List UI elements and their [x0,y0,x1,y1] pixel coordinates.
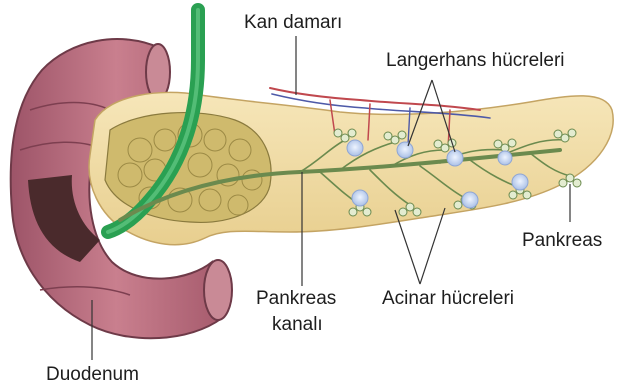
label-pancreatic-duct-line1: Pankreas [256,288,336,309]
label-langerhans-cells: Langerhans hücreleri [386,50,565,71]
label-blood-vessel: Kan damarı [244,12,342,33]
label-pancreatic-duct-line2: kanalı [272,314,323,335]
label-duodenum: Duodenum [46,364,139,385]
label-acinar-cells: Acinar hücreleri [382,288,514,309]
label-pancreas: Pankreas [522,230,602,251]
duodenum-lower-opening [204,260,232,320]
